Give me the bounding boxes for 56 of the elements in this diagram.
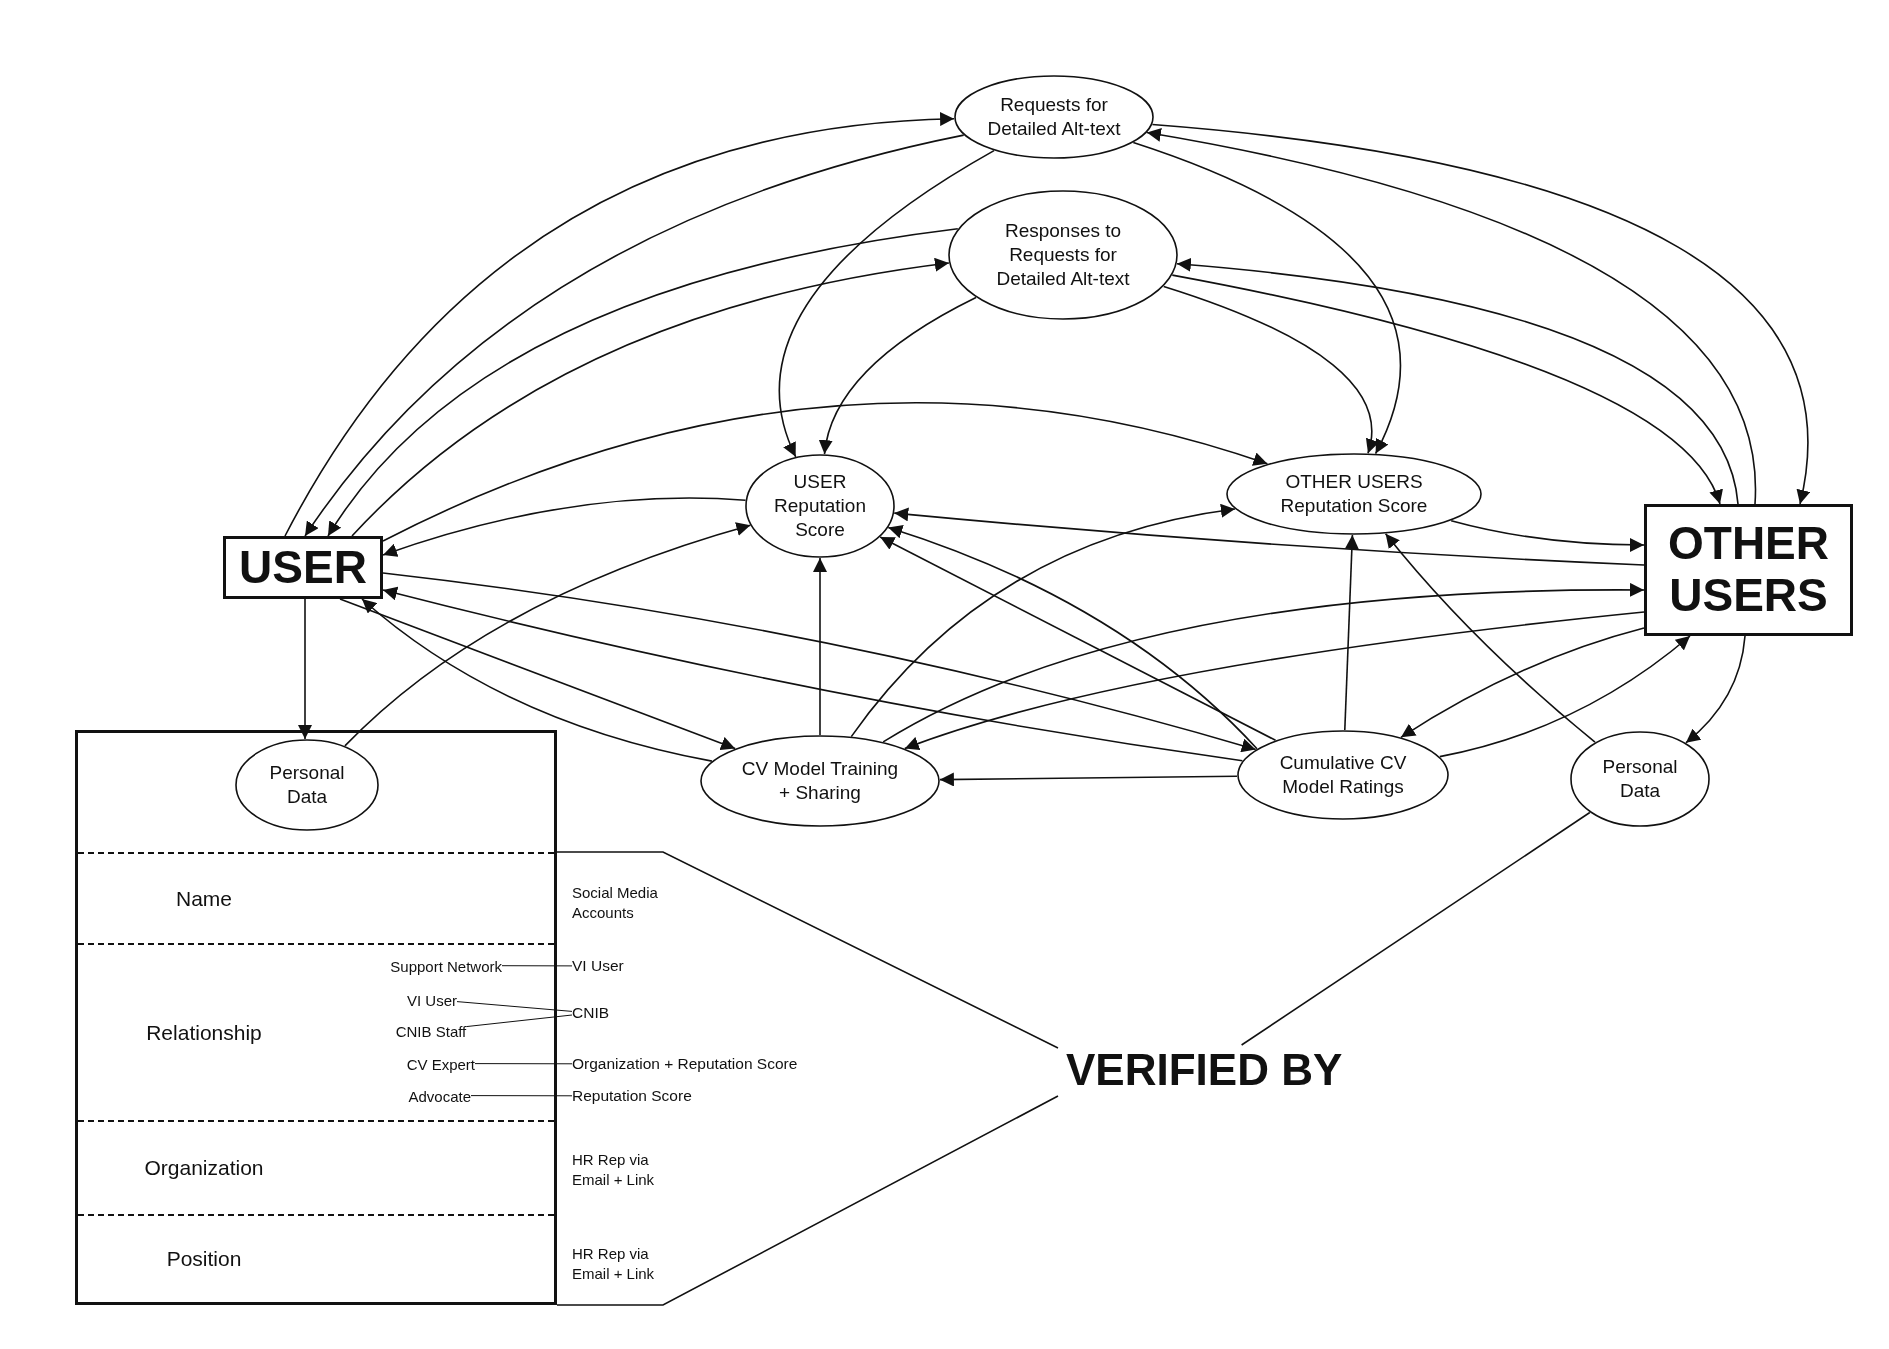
arrow bbox=[778, 149, 995, 458]
arrow bbox=[904, 611, 1645, 751]
heading-text: VERIFIED BY bbox=[1066, 1045, 1343, 1095]
process-ellipse: Responses to Requests for Detailed Alt-text bbox=[948, 190, 1178, 320]
actor-box: USER bbox=[223, 536, 383, 599]
arrow bbox=[1384, 532, 1596, 743]
field-label: Support Network bbox=[390, 957, 502, 974]
verification-label: Organization + Reputation Score bbox=[572, 1055, 798, 1073]
arrow bbox=[1685, 635, 1746, 744]
arrow bbox=[882, 583, 1645, 743]
arrow bbox=[893, 507, 1645, 566]
note-text: Social Media Accounts bbox=[572, 883, 659, 924]
process-ellipse: Cumulative CV Model Ratings bbox=[1237, 730, 1449, 820]
arrow bbox=[1400, 627, 1645, 739]
arrow bbox=[1439, 635, 1691, 758]
arrow bbox=[361, 598, 713, 762]
arrow bbox=[1450, 519, 1645, 552]
arrow bbox=[813, 557, 827, 736]
note-text: HR Rep via Email + Link bbox=[572, 1150, 656, 1191]
process-ellipse: Personal Data bbox=[235, 739, 379, 831]
process-ellipse: Personal Data bbox=[1570, 731, 1710, 827]
field-label: CNIB Staff bbox=[395, 1022, 467, 1039]
band-label: Organization bbox=[143, 1156, 265, 1180]
leader-line bbox=[501, 965, 573, 967]
process-ellipse: CV Model Training + Sharing bbox=[700, 735, 940, 827]
band-label: Relationship bbox=[145, 1020, 263, 1045]
process-ellipse: Requests for Detailed Alt-text bbox=[954, 75, 1154, 159]
leader-line bbox=[470, 1095, 573, 1097]
process-ellipse: USER Reputation Score bbox=[745, 454, 895, 558]
verification-label: VI User bbox=[572, 957, 624, 975]
field-label: CV Expert bbox=[406, 1055, 475, 1072]
band-label: Name bbox=[175, 886, 233, 911]
leader-line bbox=[456, 1001, 573, 1012]
arrow bbox=[1162, 285, 1378, 454]
process-ellipse: OTHER USERS Reputation Score bbox=[1226, 453, 1482, 535]
actor-box: OTHER USERS bbox=[1644, 504, 1853, 636]
leader-line bbox=[474, 1063, 573, 1065]
data-panel bbox=[75, 730, 557, 1305]
arrow bbox=[339, 598, 736, 751]
arrow bbox=[344, 522, 752, 747]
arrow bbox=[1132, 141, 1402, 455]
band-label: Position bbox=[165, 1247, 243, 1271]
verification-label: Reputation Score bbox=[572, 1087, 692, 1105]
verification-label: CNIB bbox=[572, 1004, 610, 1022]
arrow bbox=[850, 504, 1236, 738]
arrow bbox=[298, 598, 312, 740]
leader-line bbox=[465, 1014, 573, 1028]
arrow bbox=[382, 402, 1269, 542]
arrow bbox=[939, 772, 1238, 787]
field-label: VI User bbox=[407, 991, 457, 1008]
arrow bbox=[819, 296, 977, 455]
field-label: Advocate bbox=[408, 1087, 471, 1104]
arrow bbox=[1344, 534, 1359, 731]
note-text: HR Rep via Email + Link bbox=[572, 1244, 656, 1285]
connector-line bbox=[1240, 811, 1591, 1046]
arrow bbox=[382, 497, 747, 558]
